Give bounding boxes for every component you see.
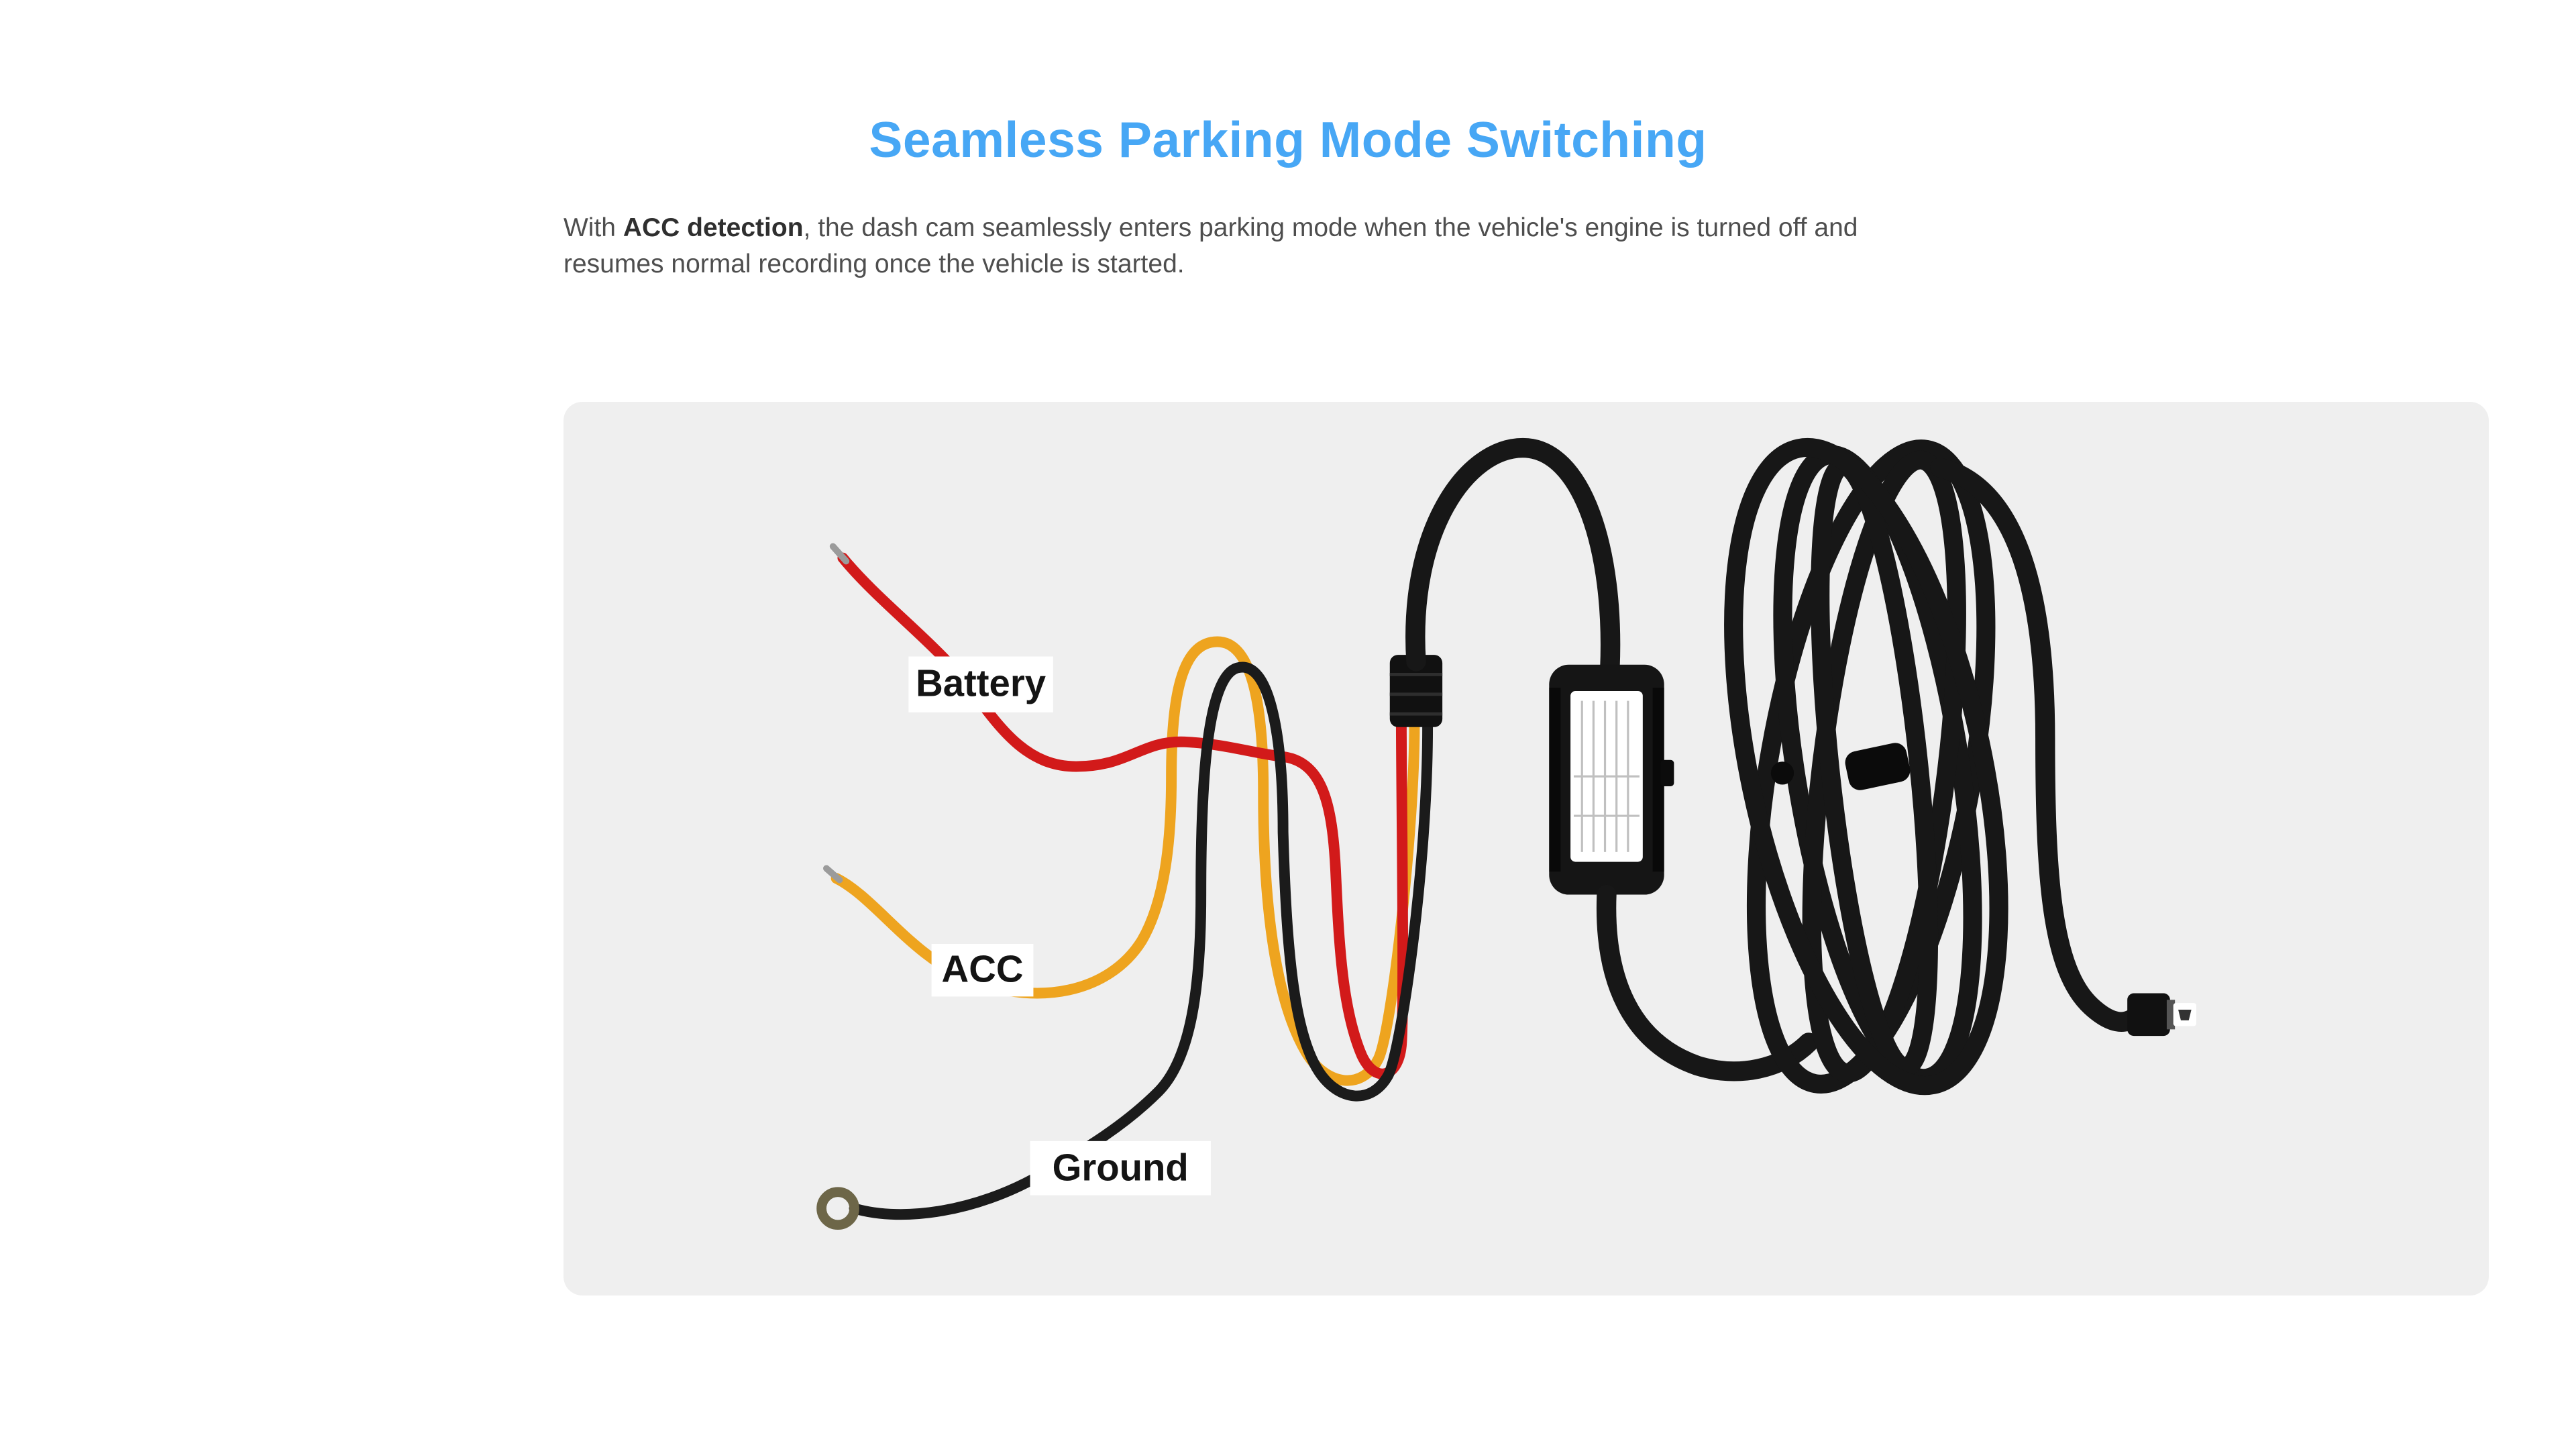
description-prefix: With [564, 213, 623, 242]
module-rib-left [1549, 687, 1561, 871]
battery-label-text: Battery [916, 661, 1046, 704]
ground-label: Ground [1030, 1141, 1211, 1196]
battery-wire [837, 552, 1409, 1079]
module-side-port [1660, 759, 1674, 786]
cable-tie [1845, 742, 1911, 790]
power-cable-arc [1405, 437, 1621, 678]
module-rib-right [1652, 687, 1664, 871]
connector-collar [2166, 999, 2176, 1029]
module-spec-label [1570, 690, 1643, 862]
illustration-panel: Battery ACC Ground [564, 401, 2489, 1295]
usb-trapezoid-icon [2178, 1009, 2192, 1020]
ground-label-text: Ground [1053, 1146, 1189, 1188]
module-to-coil-cable [1596, 884, 1819, 1081]
description-bold: ACC detection [623, 213, 804, 242]
acc-wire [830, 636, 1420, 1086]
page-section: Seamless Parking Mode Switching With ACC… [564, 111, 2489, 1295]
voltage-converter-module [1549, 664, 1674, 895]
cable-coil [1724, 437, 2008, 1095]
page-title: Seamless Parking Mode Switching [869, 111, 1707, 168]
battery-wire-tip [829, 543, 850, 565]
heat-shrink-junction [1389, 654, 1443, 727]
acc-label: ACC [931, 943, 1034, 996]
description-suffix: , the dash cam seamlessly enters parking… [564, 213, 1858, 278]
mini-usb-connector [2127, 993, 2196, 1036]
ring-terminal-icon [816, 1187, 859, 1230]
cable-clip [1770, 761, 1794, 785]
acc-wire-tip [823, 865, 843, 884]
battery-label: Battery [908, 656, 1053, 712]
hardwire-kit-illustration: Battery ACC Ground [816, 437, 2196, 1230]
description: With ACC detection, the dash cam seamles… [564, 210, 1959, 282]
acc-label-text: ACC [942, 947, 1024, 990]
coil-to-connector-cable [1930, 457, 2144, 1032]
